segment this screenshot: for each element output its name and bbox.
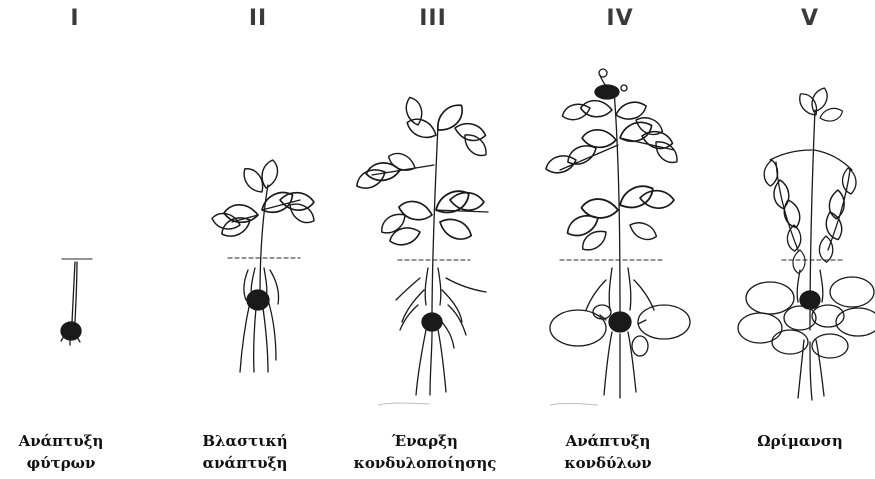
stage-4-caption-line1: Ανάπτυξη xyxy=(523,430,693,452)
stage-5-caption: Ωρίμανση xyxy=(715,430,875,452)
stage-2-caption-line2: ανάπτυξη xyxy=(160,452,330,474)
stage-4-caption-line2: κονδύλων xyxy=(523,452,693,474)
stage-3-caption: Έναρξη κονδυλοποίησης xyxy=(340,430,510,474)
stage-2-vegetative xyxy=(210,158,317,372)
stage-1-caption-line2: φύτρων xyxy=(0,452,146,474)
stage-2-caption-line1: Βλαστική xyxy=(160,430,330,452)
stage-3-tuber-initiation xyxy=(353,96,490,395)
stage-4-caption: Ανάπτυξη κονδύλων xyxy=(523,430,693,474)
stage-5-maturation xyxy=(738,85,875,400)
stage-1-caption-line1: Ανάπτυξη xyxy=(0,430,146,452)
stage-1-sprout xyxy=(61,259,92,345)
stage-5-caption-line1: Ωρίμανση xyxy=(715,430,875,452)
stage-1-caption: Ανάπτυξη φύτρων xyxy=(0,430,146,474)
stage-2-caption: Βλαστική ανάπτυξη xyxy=(160,430,330,474)
stage-4-tuber-bulking xyxy=(544,69,690,398)
stage-3-caption-line2: κονδυλοποίησης xyxy=(340,452,510,474)
stage-3-caption-line1: Έναρξη xyxy=(340,430,510,452)
